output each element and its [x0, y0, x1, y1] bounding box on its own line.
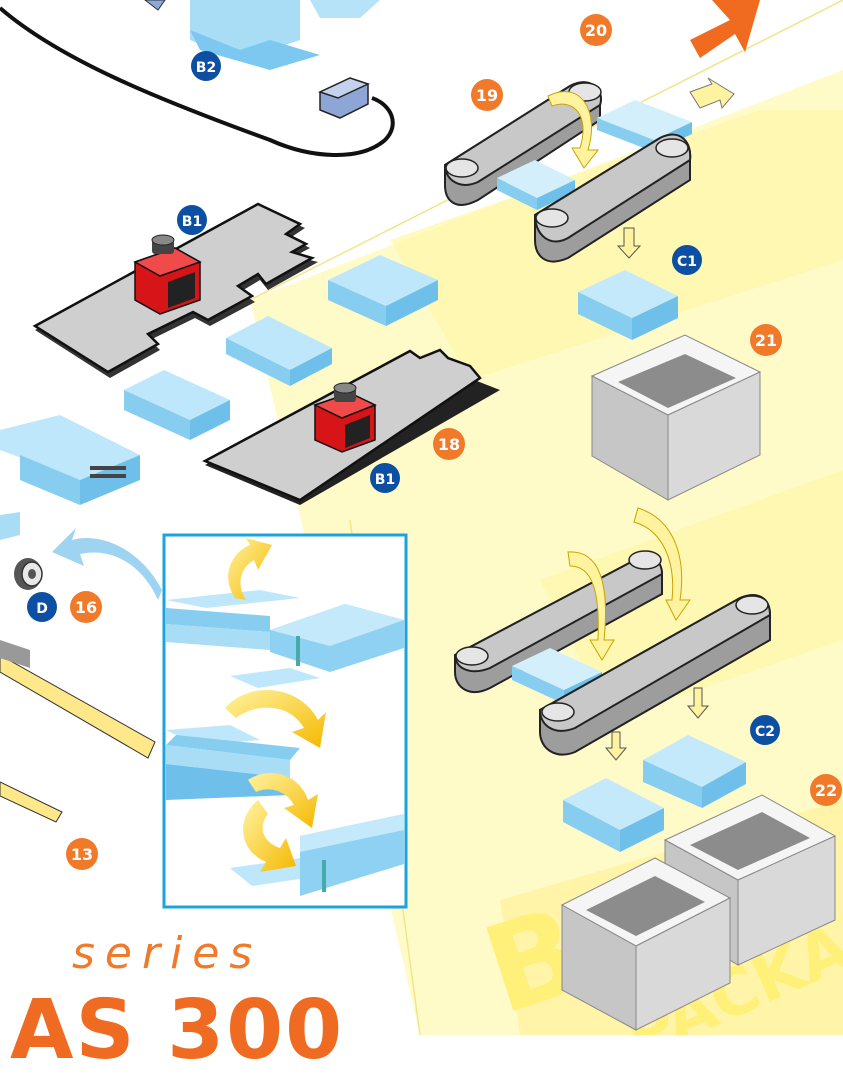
step-label-20: 20 — [585, 21, 607, 40]
curved-arrow-to-roller — [52, 528, 162, 600]
step-label-16: 16 — [75, 598, 97, 617]
packaging-line-diagram: B PACKAGIN — [0, 0, 843, 1035]
step-badge-13: 13 — [66, 838, 98, 870]
model-title: AS 300 — [10, 990, 344, 1072]
step-badge-22: 22 — [810, 774, 842, 806]
component-label-d: D — [36, 601, 48, 617]
component-label-c1: C1 — [677, 254, 697, 270]
component-badge-c2: C2 — [750, 715, 780, 745]
step-label-22: 22 — [815, 781, 837, 800]
step-badge-16: 16 — [70, 591, 102, 623]
component-badge-c1: C1 — [672, 245, 702, 275]
component-badge-b1-top: B1 — [177, 205, 207, 235]
series-title: series — [72, 928, 262, 979]
component-label-b1-bottom: B1 — [375, 472, 395, 488]
component-label-b2: B2 — [196, 60, 216, 76]
component-label-c2: C2 — [755, 724, 775, 740]
step-badge-20: 20 — [580, 14, 612, 46]
step-label-18: 18 — [438, 435, 460, 454]
step-label-13: 13 — [71, 845, 93, 864]
inset-panel — [164, 535, 406, 907]
track-loop — [0, 0, 393, 155]
step-label-21: 21 — [755, 331, 777, 350]
component-badge-d: D — [27, 592, 57, 622]
roller-d — [0, 512, 42, 590]
component-badge-b1-bottom: B1 — [370, 463, 400, 493]
component-badge-b2: B2 — [191, 51, 221, 81]
step-badge-21: 21 — [750, 324, 782, 356]
step-label-19: 19 — [476, 86, 498, 105]
component-label-b1-top: B1 — [182, 214, 202, 230]
step-badge-18: 18 — [433, 428, 465, 460]
yellow-strips — [0, 640, 155, 822]
step-badge-19: 19 — [471, 79, 503, 111]
